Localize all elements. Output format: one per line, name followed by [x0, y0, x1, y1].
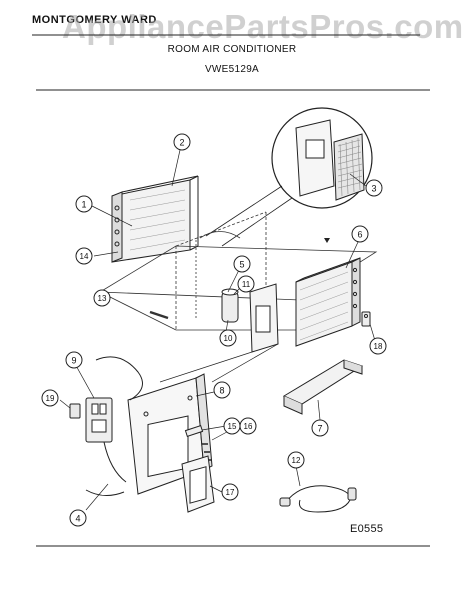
callout-5-label: 5	[239, 260, 244, 270]
diagram-title: ROOM AIR CONDITIONER	[167, 44, 297, 55]
callout-7-label: 7	[317, 424, 322, 434]
control-bracket	[249, 283, 279, 353]
callout-16: 16	[239, 417, 257, 435]
drawing-code: E0555	[350, 523, 384, 535]
evaporator-coil	[111, 175, 199, 263]
callout-9: 9	[65, 351, 83, 369]
drain-tray	[282, 359, 364, 415]
callout-10: 10	[219, 329, 237, 347]
callout-18: 18	[369, 337, 387, 355]
callout-2: 2	[173, 133, 191, 151]
rotary-switch	[85, 356, 143, 483]
capacitor	[221, 288, 239, 323]
callout-10-label: 10	[224, 334, 233, 343]
callout-11: 11	[237, 275, 255, 293]
callout-19: 19	[41, 389, 59, 407]
power-cord	[279, 485, 357, 513]
callout-17-label: 17	[226, 488, 235, 497]
callout-1: 1	[75, 195, 93, 213]
condenser-coil	[295, 257, 361, 347]
brand-label: MONTGOMERY WARD	[32, 14, 157, 26]
callout-6-label: 6	[357, 230, 362, 240]
callout-7: 7	[311, 419, 329, 437]
callout-14: 14	[75, 247, 93, 265]
callout-13: 13	[93, 289, 111, 307]
callout-14-label: 14	[80, 252, 89, 261]
callout-12-label: 12	[292, 456, 301, 465]
callout-1-label: 1	[81, 200, 86, 210]
callout-4: 4	[69, 509, 87, 527]
cover-plate	[181, 455, 215, 513]
callout-3: 3	[365, 179, 383, 197]
callout-5: 5	[233, 255, 251, 273]
mount-bracket-part	[361, 311, 371, 327]
callout-16-label: 16	[244, 422, 253, 431]
callout-8: 8	[213, 381, 231, 399]
callout-9-label: 9	[71, 356, 76, 366]
callout-19-label: 19	[46, 394, 55, 403]
wire-harness	[85, 489, 125, 496]
zoom-line-lower	[211, 343, 279, 383]
terminal-clips	[184, 425, 212, 461]
zoom-line-upper	[159, 351, 253, 383]
thermostat-knob	[69, 403, 81, 419]
callout-15-label: 15	[228, 422, 237, 431]
arrow-marker	[324, 238, 330, 243]
callout-6: 6	[351, 225, 369, 243]
callout-2-label: 2	[179, 138, 184, 148]
callout-3-label: 3	[371, 184, 376, 194]
watermark: AppliancePartsPros.com	[62, 8, 464, 45]
callout-11-label: 11	[242, 280, 251, 289]
callout-18-label: 18	[374, 342, 383, 351]
callout-13-label: 13	[98, 294, 107, 303]
callout-8-label: 8	[219, 386, 224, 396]
callout-17: 17	[221, 483, 239, 501]
callout-12: 12	[287, 451, 305, 469]
model-number: VWE5129A	[204, 64, 260, 75]
callout-4-label: 4	[75, 514, 80, 524]
callout-15: 15	[223, 417, 241, 435]
grille-inset	[205, 107, 373, 247]
